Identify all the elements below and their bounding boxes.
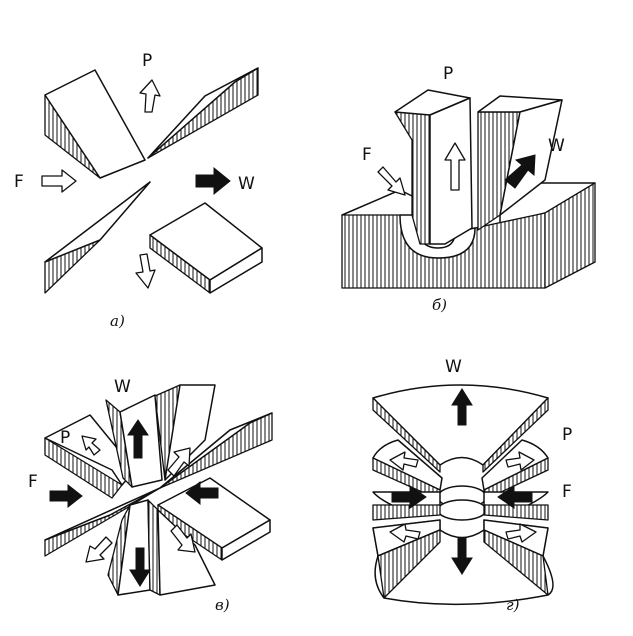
label-f: F [28, 472, 38, 492]
p-arrow-lower-right [170, 524, 196, 553]
wedge-upper-right [159, 412, 273, 489]
panel-g: W P F г) [372, 357, 572, 614]
label-f: F [562, 482, 572, 502]
label-p: P [142, 51, 152, 71]
block-lower-right [149, 202, 263, 294]
w-arrow-down [129, 547, 151, 587]
p-arrow-up [139, 79, 161, 113]
crack-tip [437, 485, 487, 521]
f-arrow-left [391, 485, 427, 509]
f-arrow-right [497, 485, 533, 509]
w-arrow-up [127, 419, 149, 459]
label-w: W [238, 174, 255, 194]
f-arrow-left [49, 483, 83, 509]
caption-b: б) [432, 296, 447, 314]
panel-v: P F W в) [28, 377, 273, 614]
wedge-upper-right [147, 67, 259, 159]
p-arrow-lower-right [505, 523, 537, 543]
f-arrow [377, 166, 406, 196]
label-w: W [114, 377, 131, 397]
panel-b: P F W б) [341, 64, 596, 314]
w-arrow-down [451, 537, 473, 575]
block-upper-left [44, 414, 136, 499]
base-block [341, 182, 596, 289]
p-arrow-lower-left [85, 536, 113, 563]
w-arrow [504, 154, 536, 189]
label-f: F [362, 145, 372, 165]
p-arrow [444, 142, 466, 191]
caption-a: а) [110, 312, 125, 330]
f-arrow-right [185, 480, 219, 506]
label-p: P [60, 428, 70, 448]
p-arrow-upper-right [167, 447, 191, 477]
p-arrow-upper-left [81, 435, 101, 456]
caption-v: в) [215, 596, 230, 614]
label-p: P [443, 64, 453, 84]
block-upper-left [44, 69, 146, 179]
label-w: W [548, 136, 565, 156]
w-arrow [195, 166, 231, 196]
caption-g: г) [506, 596, 520, 614]
w-arrow-up [451, 388, 473, 426]
panel-a: P F W а) [14, 51, 263, 330]
wedge-lower-left [44, 181, 151, 294]
label-p: P [562, 425, 572, 445]
f-arrow [41, 169, 77, 193]
label-f: F [14, 172, 24, 192]
p-arrow-upper-left [389, 451, 419, 471]
p-arrow-down [135, 253, 156, 289]
block-lower-right [157, 477, 271, 561]
p-arrow-upper-right [505, 451, 535, 471]
label-w: W [445, 357, 462, 377]
sector-bottom-left [372, 519, 441, 557]
p-arrow-lower-left [389, 523, 421, 543]
